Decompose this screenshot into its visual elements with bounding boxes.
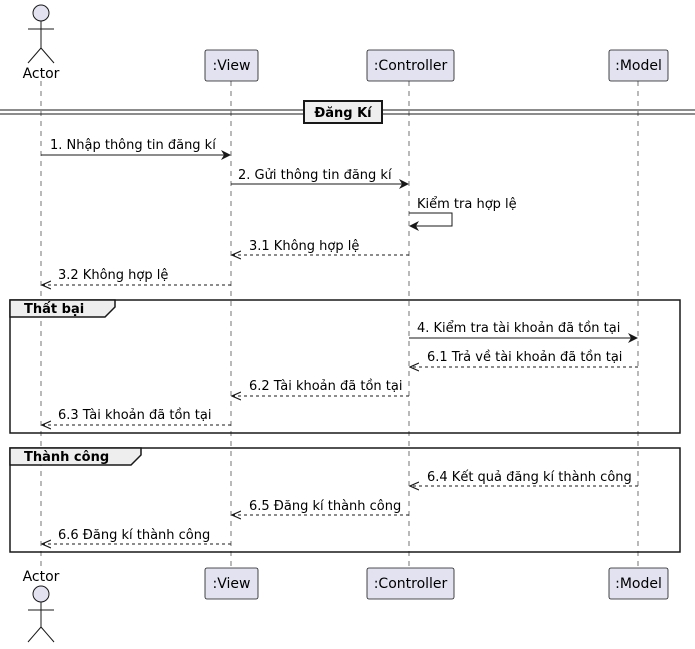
participant-controller-label-top: :Controller: [374, 58, 448, 74]
message-label-6-4: 6.4 Kết quả đăng kí thành công: [427, 470, 632, 485]
message-label-2: 2. Gửi thông tin đăng kí: [238, 168, 392, 183]
group-success: Thành công: [9, 447, 681, 553]
participant-view-label-top: :View: [213, 58, 251, 74]
participant-view-label-bottom: :View: [213, 576, 251, 592]
actor-figure-top: [27, 4, 55, 64]
divider-label-box: [303, 100, 383, 124]
participant-view-box-bottom: [204, 567, 259, 600]
message-label-1: 1. Nhập thông tin đăng kí: [50, 138, 216, 153]
group-success-label: Thành công: [24, 450, 109, 465]
actor-figure-bottom: [27, 585, 55, 643]
group-fail-label: Thất bại: [24, 302, 84, 317]
message-label-self: Kiểm tra hợp lệ: [417, 197, 517, 212]
message-label-4: 4. Kiểm tra tài khoản đã tồn tại: [417, 321, 620, 336]
divider: Đăng Kí: [0, 100, 695, 124]
participant-view-box-top: [204, 49, 259, 82]
participant-controller-box-top: [366, 49, 455, 82]
message-label-6-1: 6.1 Trả về tài khoản đã tồn tại: [427, 350, 622, 365]
message-arrow-self: [409, 212, 453, 231]
message-label-6-6: 6.6 Đăng kí thành công: [58, 528, 210, 543]
participant-controller-box-bottom: [366, 567, 455, 600]
participant-actor-label-bottom: Actor: [23, 569, 60, 585]
message-label-3-2: 3.2 Không hợp lệ: [58, 268, 168, 283]
lifelines: [40, 81, 639, 568]
message-label-6-5: 6.5 Đăng kí thành công: [249, 499, 401, 514]
message-label-6-3: 6.3 Tài khoản đã tồn tại: [58, 408, 211, 423]
message-label-3-1: 3.1 Không hợp lệ: [249, 239, 359, 254]
participant-model-box-bottom: [608, 567, 669, 600]
participant-model-label-bottom: :Model: [615, 576, 662, 592]
participant-controller-label-bottom: :Controller: [374, 576, 448, 592]
group-fail: Thất bại: [9, 299, 681, 434]
participant-model-label-top: :Model: [615, 58, 662, 74]
divider-label: Đăng Kí: [314, 106, 373, 121]
message-label-6-2: 6.2 Tài khoản đã tồn tại: [249, 379, 402, 394]
participant-model-box-top: [608, 49, 669, 82]
participant-actor-label-top: Actor: [23, 66, 60, 82]
